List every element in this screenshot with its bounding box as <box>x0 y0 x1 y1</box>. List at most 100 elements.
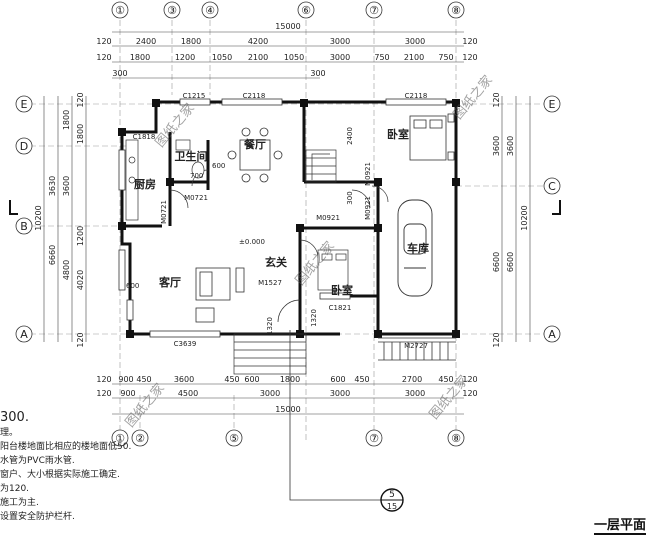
note-6: 为120. <box>0 484 30 494</box>
axis-right-a: A <box>548 328 556 341</box>
dim-left-in-7: 120 <box>76 332 85 347</box>
dining-table <box>227 127 283 183</box>
room-living: 客厅 <box>158 275 181 289</box>
dim-left-in-2: 3600 <box>62 176 71 196</box>
dim-bot1-4: 450 <box>224 375 239 384</box>
dims-top: 15000 120 2400 1800 4200 3000 3000 120 1… <box>96 22 477 78</box>
dimension-lines-top <box>112 31 464 79</box>
dim-bot2-3: 3000 <box>260 389 280 398</box>
dim-left-mid-0: 3630 <box>48 176 57 196</box>
dim-top2-2: 1200 <box>175 53 195 62</box>
dim-bot1-3: 3600 <box>174 375 194 384</box>
axis-bubbles-left: E D B A <box>15 95 33 343</box>
note-5: 窗户、大小根据实际施工确定. <box>0 470 120 480</box>
dimension-lines-left <box>43 96 531 342</box>
watermark-4: 图纸之家 <box>122 380 168 430</box>
room-bath: 卫生间 <box>175 149 208 163</box>
axis-bubbles-top: ① ③ ④ ⑥ ⑦ ⑧ <box>111 1 465 19</box>
label-m0721-b: M0721 <box>160 200 168 224</box>
room-labels: 餐厅 卫生间 厨房 卧室 卧室 玄关 客厅 车库 <box>134 127 429 297</box>
dim-right-in-2: 120 <box>492 92 501 107</box>
axis-right-c: C <box>548 180 556 193</box>
label-600-a: 600 <box>126 282 139 290</box>
note-2: 理。 <box>0 428 19 438</box>
axis-left-a: A <box>20 328 28 341</box>
axis-top-8: ⑧ <box>451 4 461 17</box>
label-elevation: ±0.000 <box>239 238 265 246</box>
dim-bot2-4: 3000 <box>330 389 350 398</box>
dim-left-in-4: 4020 <box>76 270 85 290</box>
dims-bottom: 120 900 450 3600 450 600 1800 600 450 27… <box>96 375 477 414</box>
dim-bot1-9: 2700 <box>402 375 422 384</box>
dim-left-in-1: 1800 <box>76 124 85 144</box>
dim-top1-0: 120 <box>96 37 111 46</box>
label-m0721-a: M0721 <box>184 194 208 202</box>
axis-bottom-2: ② <box>135 432 145 445</box>
car <box>397 199 433 297</box>
label-1320-a: 1320 <box>266 317 274 335</box>
axis-bottom-7: ⑦ <box>369 432 379 445</box>
label-1320-b: 1320 <box>310 309 318 327</box>
plan-title: 一层平面 <box>594 514 647 535</box>
dim-top1-4: 3000 <box>330 37 350 46</box>
note-1: 300. <box>0 410 29 425</box>
dim-left-in-3: 4800 <box>62 260 71 280</box>
watermark-1: 图纸之家 <box>152 100 198 150</box>
label-700: 700 <box>190 172 203 180</box>
entrance-steps <box>233 333 307 375</box>
bath-fixtures <box>175 139 205 179</box>
label-m0921-a: M0921 <box>316 214 340 222</box>
room-kitchen: 厨房 <box>134 177 156 191</box>
kitchen-counter <box>125 139 139 221</box>
dim-top3-0: 300 <box>112 69 127 78</box>
axis-top-1: ① <box>115 4 125 17</box>
axis-top-7: ⑦ <box>369 4 379 17</box>
dim-bot1-11: 120 <box>462 375 477 384</box>
label-c1821: C1821 <box>329 304 352 312</box>
axis-top-6: ⑥ <box>301 4 311 17</box>
small-bed <box>317 249 349 291</box>
label-c1215: C1215 <box>183 92 206 100</box>
dim-bot1-10: 450 <box>438 375 453 384</box>
dim-bot1-5: 600 <box>244 375 259 384</box>
label-c2118-b: C2118 <box>405 92 428 100</box>
room-dining: 餐厅 <box>243 137 266 151</box>
room-bedroom-1: 卧室 <box>387 127 409 141</box>
label-m1527: M1527 <box>258 279 282 287</box>
dim-bot2-5: 3000 <box>405 389 425 398</box>
dim-top-total: 15000 <box>275 22 300 31</box>
dim-right-in-0b: 3600 <box>506 136 515 156</box>
dim-top2-4: 2100 <box>248 53 268 62</box>
dim-right-in-1: 6600 <box>492 252 501 272</box>
dim-top2-3: 1050 <box>212 53 232 62</box>
dim-left-mid-1: 6660 <box>48 245 57 265</box>
label-c1818: C1818 <box>133 133 156 141</box>
dim-top2-8: 2100 <box>404 53 424 62</box>
axis-right-e: E <box>549 98 556 111</box>
axis-bubbles-right: E C A <box>543 95 561 343</box>
axis-left-d: D <box>20 140 28 153</box>
dim-top1-1: 2400 <box>136 37 156 46</box>
dim-right-outer: 10200 <box>520 205 529 230</box>
sofa <box>195 267 245 323</box>
label-m0921-c: M0921 <box>364 196 372 220</box>
axis-left-e: E <box>21 98 28 111</box>
staircase <box>305 149 337 183</box>
watermark-2: 图纸之家 <box>450 72 496 122</box>
dim-right-in-0: 3600 <box>492 136 501 156</box>
label-c3639: C3639 <box>174 340 197 348</box>
dim-bot2-0: 120 <box>96 389 111 398</box>
dim-top2-0: 120 <box>96 53 111 62</box>
axis-left-b: B <box>20 220 28 233</box>
room-foyer: 玄关 <box>265 255 287 269</box>
dim-bot1-2: 450 <box>136 375 151 384</box>
dim-top1-5: 3000 <box>405 37 425 46</box>
dim-bottom-total: 15000 <box>275 405 300 414</box>
dim-bot2-1: 900 <box>120 389 135 398</box>
detail-number: 5 <box>389 490 395 500</box>
axis-top-3: ③ <box>167 4 177 17</box>
dim-left-in-5: 1200 <box>76 226 85 246</box>
dimension-lines-bottom <box>112 383 464 415</box>
dim-top2-9: 750 <box>438 53 453 62</box>
note-8: 设置安全防护栏杆. <box>0 512 75 522</box>
